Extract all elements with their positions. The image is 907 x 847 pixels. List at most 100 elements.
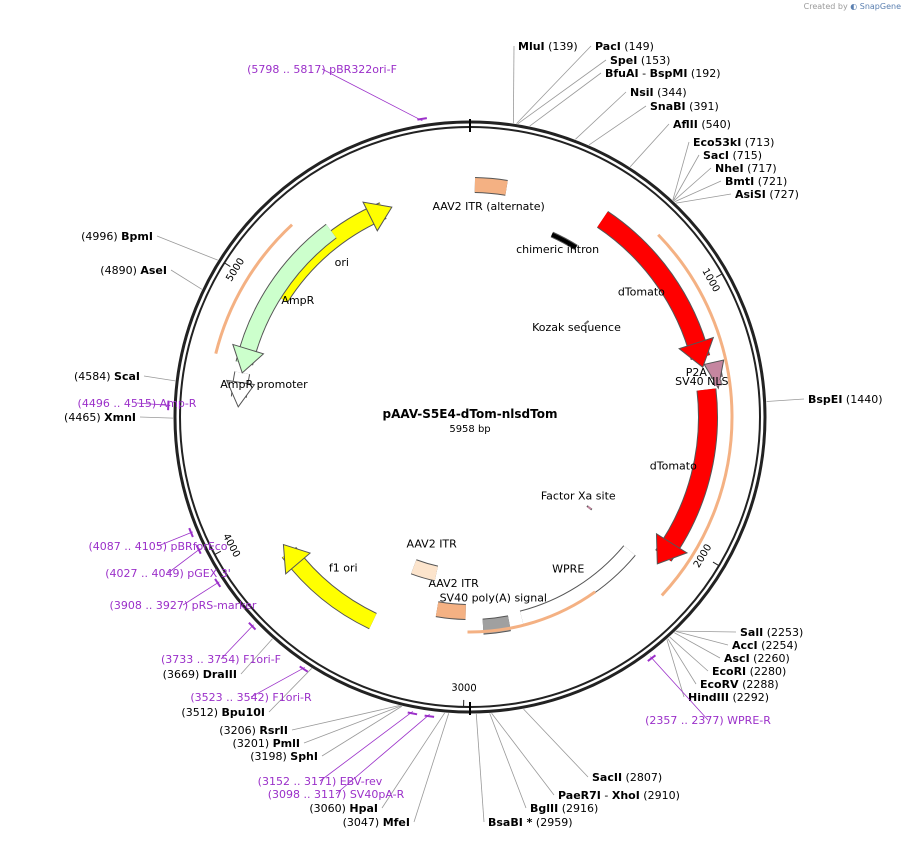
restriction-site-label: PacI (149)	[595, 40, 654, 53]
site-dash: -	[601, 789, 612, 802]
site-connector-line	[674, 168, 711, 201]
dtomato-2-label: dTomato	[650, 460, 697, 473]
primer-connector-line	[336, 714, 430, 794]
primer-label: (3152 .. 3171) EBV-rev	[258, 775, 383, 788]
site-position: (3060)	[309, 802, 349, 815]
site-name: BpmI	[121, 230, 153, 243]
dtomato-1-label: dTomato	[618, 286, 665, 299]
site-name-2: XhoI	[612, 789, 640, 802]
primer-label: (5798 .. 5817) pBR322ori-F	[247, 63, 397, 76]
tick-label: 2000	[692, 542, 714, 569]
site-position: (4890)	[100, 264, 140, 277]
tick-label: 1000	[699, 267, 721, 295]
restriction-site-label: (3060) HpaI	[309, 802, 378, 815]
site-position: (192)	[687, 67, 720, 80]
primer-range: (4027 .. 4049)	[105, 567, 184, 580]
restriction-site-label: SnaBI (391)	[650, 100, 719, 113]
site-name: AflII	[673, 118, 698, 131]
site-name: NsiI	[630, 86, 654, 99]
site-name: EcoRI	[712, 665, 746, 678]
site-name: Bpu10I	[222, 706, 266, 719]
primer-name: SV40pA-R	[350, 788, 405, 801]
site-position: (717)	[744, 162, 777, 175]
site-position: (4465)	[64, 411, 104, 424]
restriction-site-label: (4584) ScaI	[74, 370, 140, 383]
f1-ori-label: f1 ori	[329, 562, 358, 575]
site-connector-line	[490, 713, 526, 808]
site-position: (2292)	[729, 691, 769, 704]
site-connector-line	[492, 713, 554, 795]
site-name: PacI	[595, 40, 621, 53]
primers-layer: (5798 .. 5817) pBR322ori-F(4496 .. 4515)…	[78, 63, 772, 801]
site-name: PmlI	[273, 737, 300, 750]
site-name: MfeI	[383, 816, 410, 829]
site-name: AseI	[140, 264, 167, 277]
aav2-itr-alternate-arc	[475, 185, 507, 188]
primer-range: (3152 .. 3171)	[258, 775, 337, 788]
sv40-nls-label: SV40 NLS	[675, 375, 728, 388]
site-connector-line	[670, 637, 708, 671]
restriction-site-label: SacI (715)	[703, 149, 762, 162]
site-name-2: BspMI	[650, 67, 688, 80]
site-connector-line	[676, 194, 731, 203]
restriction-site-label: AflII (540)	[673, 118, 731, 131]
primer-label: (3523 .. 3542) F1ori-R	[190, 691, 312, 704]
restriction-site-label: SacII (2807)	[592, 771, 662, 784]
site-name: HindIII	[688, 691, 729, 704]
site-connector-line	[575, 92, 626, 139]
site-position: (3669)	[163, 668, 203, 681]
aav2-itr-alternate-label: AAV2 ITR (alternate)	[432, 200, 544, 213]
wpre-arc	[522, 550, 630, 618]
primer-mark	[300, 666, 308, 671]
restriction-site-label: BmtI (721)	[725, 175, 787, 188]
site-name: AccI	[732, 639, 758, 652]
site-connector-line	[675, 181, 721, 202]
restriction-site-label: (4996) BpmI	[81, 230, 153, 243]
restriction-site-label: AccI (2254)	[732, 639, 798, 652]
site-connector-line	[476, 714, 484, 822]
restriction-site-label: EcoRI (2280)	[712, 665, 786, 678]
site-name: BmtI	[725, 175, 754, 188]
site-name: NheI	[715, 162, 744, 175]
site-connector-line	[171, 270, 202, 289]
site-connector-line	[673, 155, 699, 201]
tick-mark	[713, 562, 719, 566]
primer-label: (3908 .. 3927) pRS-marker	[110, 599, 257, 612]
site-position: (2910)	[640, 789, 680, 802]
site-connector-line	[673, 142, 689, 200]
restriction-site-label: (3206) RsrII	[219, 724, 288, 737]
primer-range: (2357 .. 2377)	[645, 714, 724, 727]
site-position: (2260)	[750, 652, 790, 665]
restriction-site-label: BsaBI * (2959)	[488, 816, 573, 829]
primer-name: pBR322ori-F	[329, 63, 397, 76]
primer-range: (5798 .. 5817)	[247, 63, 326, 76]
plasmid-name: pAAV-S5E4-dTom-nlsdTom	[383, 407, 558, 421]
site-position: (3512)	[181, 706, 221, 719]
site-name: SacII	[592, 771, 622, 784]
credit-brand: SnapGene	[860, 2, 901, 11]
restriction-site-label: NheI (717)	[715, 162, 777, 175]
primer-name: pRS-marker	[192, 599, 257, 612]
site-name: BspEI	[808, 393, 842, 406]
site-connector-line	[414, 713, 449, 822]
site-name: BglII	[530, 802, 558, 815]
site-name: HpaI	[349, 802, 378, 815]
site-position: (2280)	[746, 665, 786, 678]
primer-label: (3733 .. 3754) F1ori-F	[161, 653, 281, 666]
site-connector-line	[767, 399, 804, 402]
site-name: AscI	[724, 652, 750, 665]
site-position: (3047)	[343, 816, 383, 829]
restriction-site-label: SpeI (153)	[610, 54, 670, 67]
site-position: (3206)	[219, 724, 259, 737]
primer-name: F1ori-F	[243, 653, 281, 666]
primer-name: Amp-R	[160, 397, 197, 410]
site-name: SnaBI	[650, 100, 686, 113]
snapgene-logo-icon: ◐	[850, 2, 857, 11]
restriction-site-label: PaeR7I - XhoI (2910)	[558, 789, 680, 802]
site-name: EcoRV	[700, 678, 739, 691]
ampr-promoter-label: AmpR promoter	[220, 378, 308, 391]
primer-range: (3908 .. 3927)	[110, 599, 189, 612]
site-position: (344)	[654, 86, 687, 99]
site-name: PaeR7I	[558, 789, 601, 802]
